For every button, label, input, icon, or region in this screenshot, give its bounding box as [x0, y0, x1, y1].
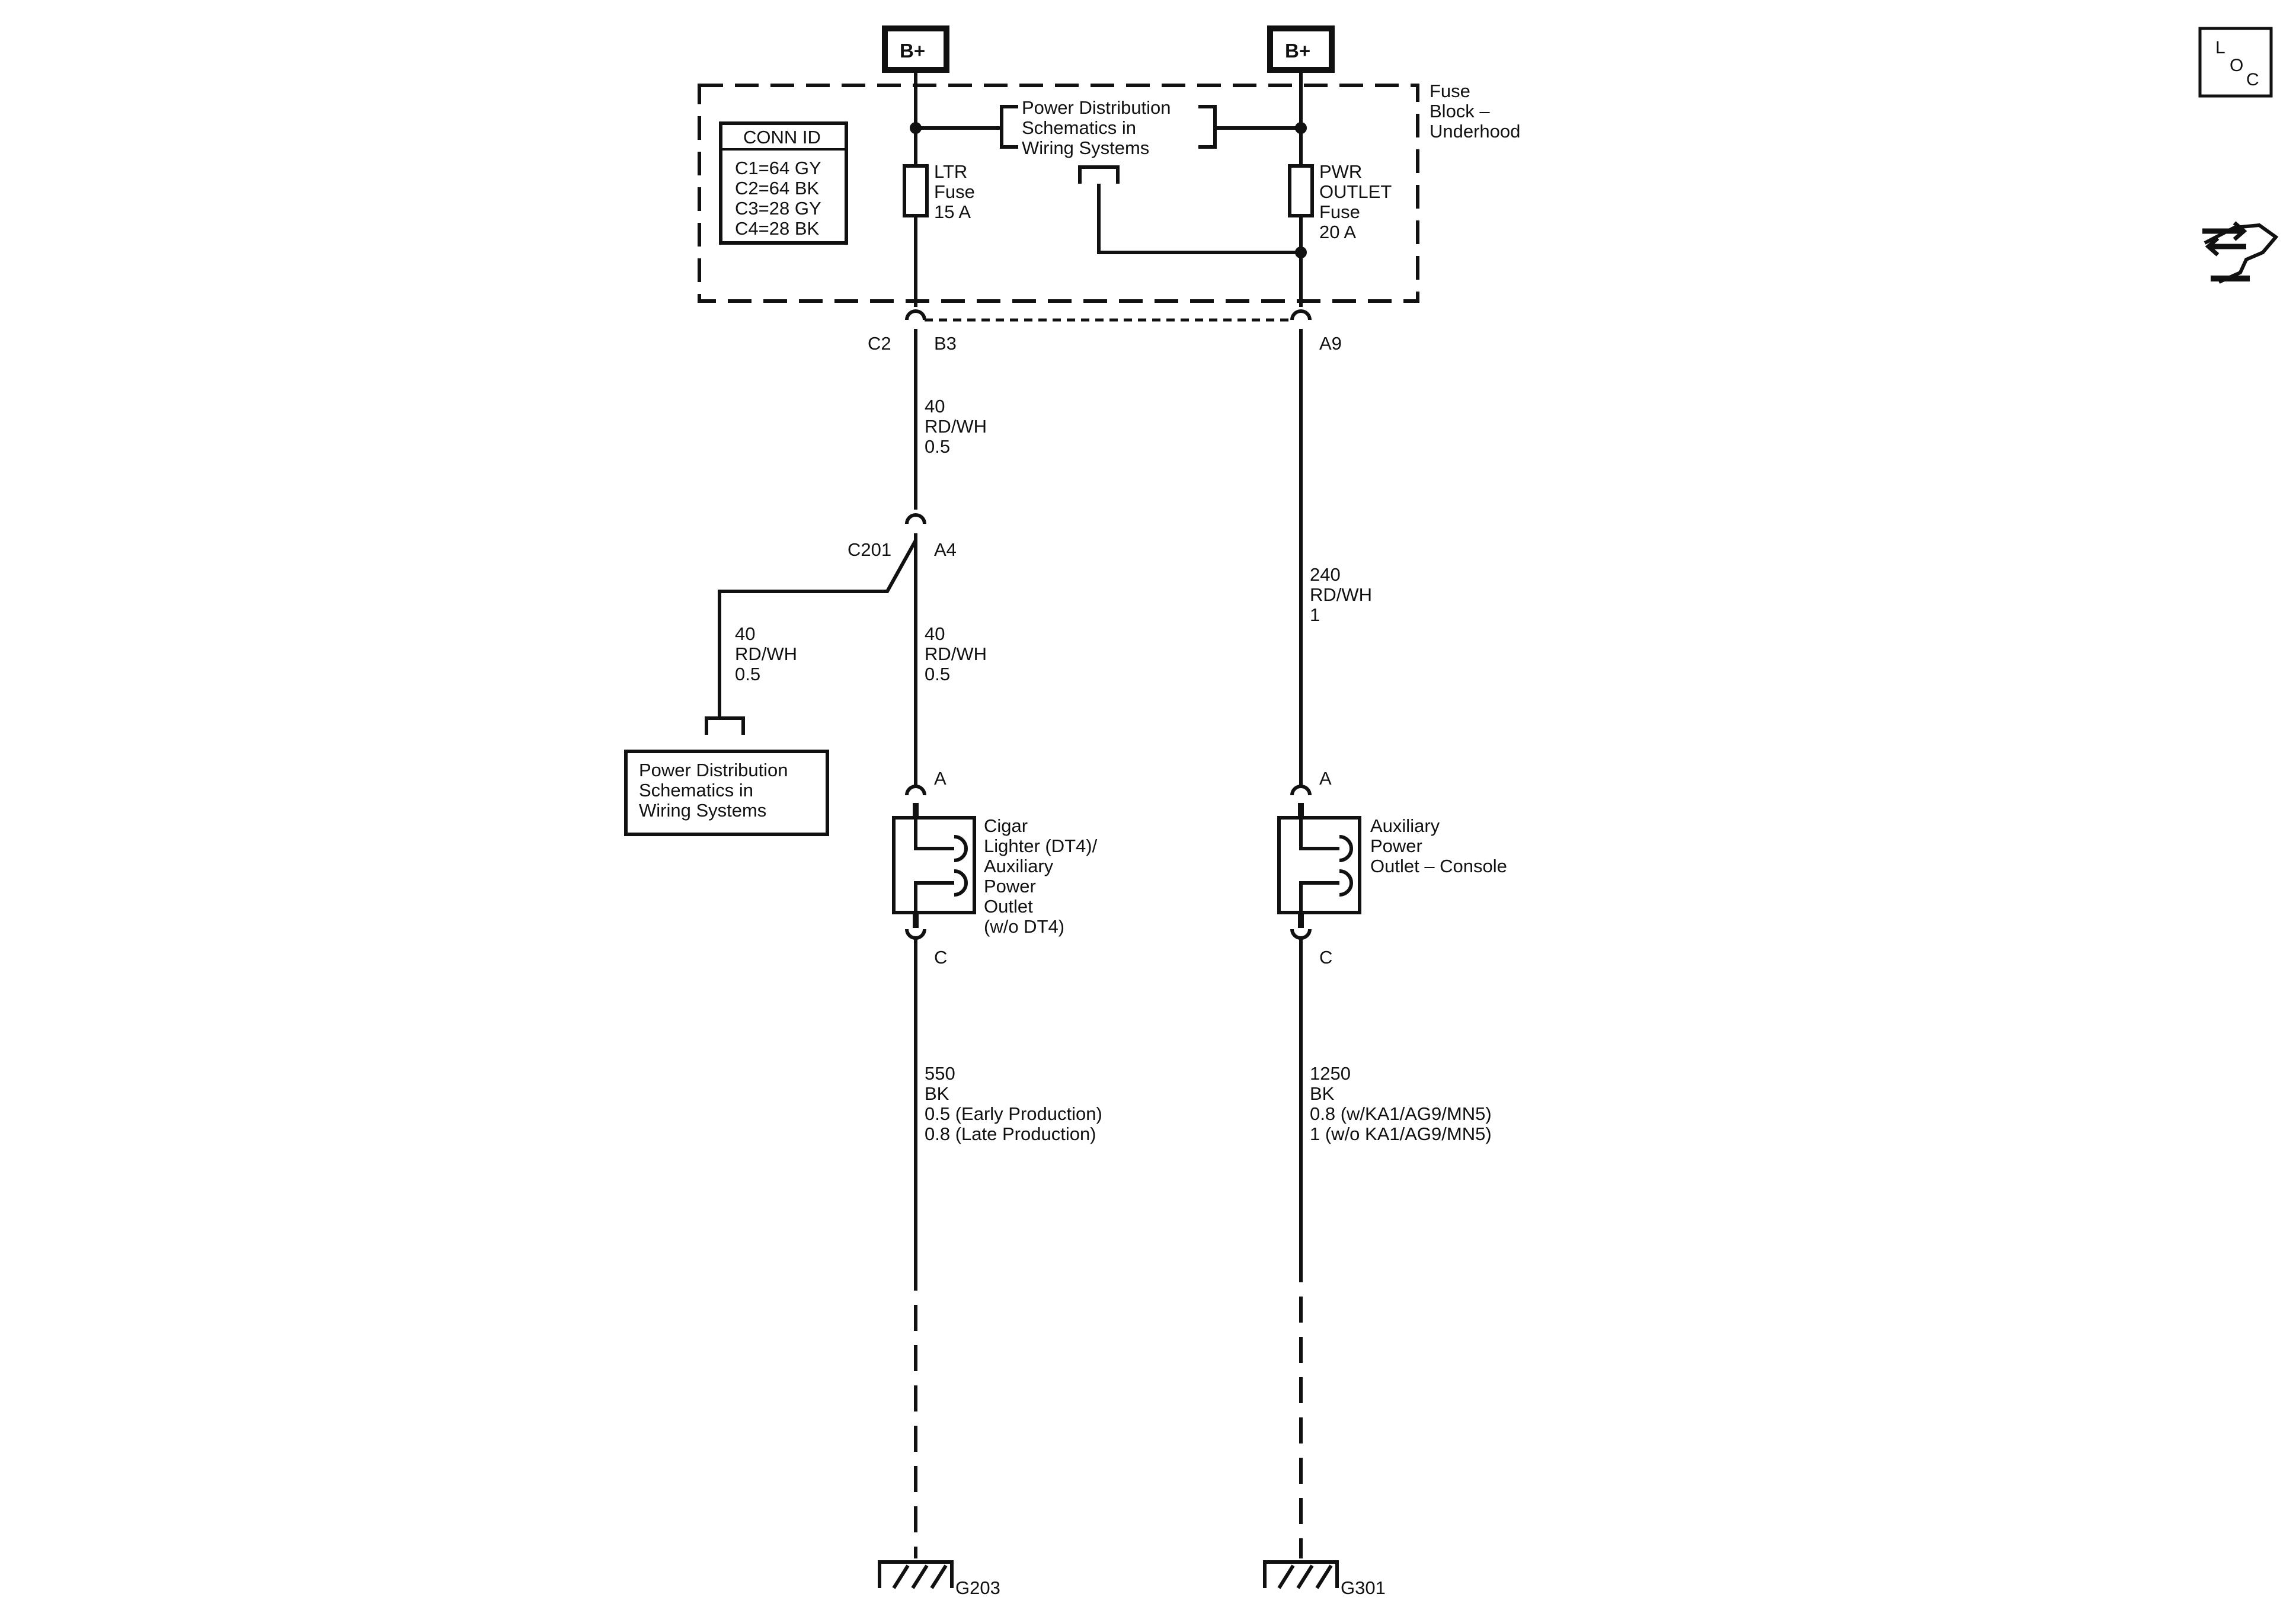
conn-id-table: CONN ID C1=64 GY C2=64 BK C3=28 GY C4=28…	[735, 127, 821, 239]
svg-text:C: C	[2246, 70, 2259, 89]
svg-text:RD/WH: RD/WH	[925, 416, 987, 437]
ltr-fuse	[903, 164, 929, 217]
svg-text:1: 1	[1310, 604, 1320, 625]
svg-text:0.5: 0.5	[925, 664, 950, 684]
connector-a9-label: A9	[1319, 333, 1342, 354]
conn-id-box	[719, 121, 848, 245]
svg-text:PWR: PWR	[1319, 161, 1362, 182]
svg-text:Cigar: Cigar	[984, 815, 1028, 836]
svg-text:C2=64 BK: C2=64 BK	[735, 178, 820, 199]
wire-label-pwr-fuse-to-outlet: 240 RD/WH 1	[1310, 564, 1372, 625]
fuse-block-outline	[698, 84, 1419, 303]
power-dist-ref-top-label: Power Distribution Schematics in Wiring …	[1022, 97, 1171, 158]
svg-text:40: 40	[735, 623, 755, 644]
wire-label-lighter-ground: 550 BK 0.5 (Early Production) 0.8 (Late …	[925, 1063, 1102, 1144]
svg-text:Outlet: Outlet	[984, 896, 1033, 917]
svg-text:0.8 (Late Production): 0.8 (Late Production)	[925, 1124, 1096, 1144]
wire-label-c201-branch: 40 RD/WH 0.5	[735, 623, 797, 684]
b-plus-left-label: B+	[900, 40, 925, 62]
svg-text:Fuse: Fuse	[1319, 201, 1360, 222]
svg-text:BK: BK	[1310, 1083, 1335, 1104]
svg-text:15 A: 15 A	[934, 201, 971, 222]
svg-text:OUTLET: OUTLET	[1319, 181, 1392, 202]
cigar-lighter-component	[892, 816, 976, 914]
svg-text:(w/o DT4): (w/o DT4)	[984, 916, 1064, 937]
ground-g203-label: G203	[955, 1577, 1000, 1598]
svg-text:C3=28 GY: C3=28 GY	[735, 198, 821, 219]
svg-text:0.5 (Early Production): 0.5 (Early Production)	[925, 1103, 1102, 1124]
loc-icon	[2198, 27, 2273, 98]
loc-icon-letters: L O C	[2215, 38, 2259, 89]
svg-text:Outlet – Console: Outlet – Console	[1370, 856, 1507, 876]
lighter-pin-c-label: C	[934, 947, 947, 968]
fuse-block-label: Fuse Block – Underhood	[1430, 81, 1520, 142]
svg-text:0.5: 0.5	[925, 436, 950, 457]
svg-text:Fuse: Fuse	[934, 181, 975, 202]
svg-text:Auxiliary: Auxiliary	[984, 856, 1054, 876]
pwr-outlet-fuse-label: PWR OUTLET Fuse 20 A	[1319, 161, 1392, 242]
svg-text:550: 550	[925, 1063, 955, 1084]
svg-text:0.8 (w/KA1/AG9/MN5): 0.8 (w/KA1/AG9/MN5)	[1310, 1103, 1492, 1124]
svg-text:Schematics in: Schematics in	[639, 780, 753, 801]
svg-text:Power: Power	[1370, 836, 1422, 856]
svg-text:L: L	[2215, 38, 2225, 57]
ground-g203-symbol	[878, 1560, 954, 1589]
svg-text:Block –: Block –	[1430, 101, 1490, 121]
svg-text:1250: 1250	[1310, 1063, 1351, 1084]
svg-text:20 A: 20 A	[1319, 222, 1356, 242]
svg-text:C1=64 GY: C1=64 GY	[735, 158, 821, 178]
connector-a4-label: A4	[934, 539, 957, 560]
svg-text:LTR: LTR	[934, 161, 967, 182]
power-dist-ref-box-label: Power Distribution Schematics in Wiring …	[639, 760, 788, 821]
svg-text:O: O	[2230, 56, 2243, 75]
hand-arrows-icon	[2202, 221, 2279, 284]
svg-text:Power Distribution: Power Distribution	[639, 760, 788, 780]
svg-text:BK: BK	[925, 1083, 949, 1104]
b-plus-right-label: B+	[1285, 40, 1310, 62]
lighter-pin-a-label: A	[934, 768, 946, 789]
svg-text:Wiring Systems: Wiring Systems	[639, 800, 766, 821]
aux-outlet-label: Auxiliary Power Outlet – Console	[1370, 815, 1507, 876]
ltr-fuse-label: LTR Fuse 15 A	[934, 161, 975, 222]
outlet-pin-c-label: C	[1319, 947, 1332, 968]
wire-label-c201-to-lighter: 40 RD/WH 0.5	[925, 623, 987, 684]
outlet-pin-a-label: A	[1319, 768, 1332, 789]
svg-text:40: 40	[925, 623, 945, 644]
pwr-outlet-fuse	[1288, 164, 1314, 217]
svg-text:RD/WH: RD/WH	[735, 644, 797, 664]
power-dist-ref-box	[624, 750, 829, 836]
svg-text:Wiring Systems: Wiring Systems	[1022, 137, 1149, 158]
svg-text:RD/WH: RD/WH	[925, 644, 987, 664]
svg-text:RD/WH: RD/WH	[1310, 584, 1372, 605]
wire-label-fuse-to-c201: 40 RD/WH 0.5	[925, 396, 987, 457]
svg-text:C4=28 BK: C4=28 BK	[735, 218, 820, 239]
connector-c201-label: C201	[848, 539, 891, 560]
wire-label-outlet-ground: 1250 BK 0.8 (w/KA1/AG9/MN5) 1 (w/o KA1/A…	[1310, 1063, 1492, 1144]
svg-text:1 (w/o KA1/AG9/MN5): 1 (w/o KA1/AG9/MN5)	[1310, 1124, 1492, 1144]
ground-g301-label: G301	[1341, 1577, 1386, 1598]
svg-text:Schematics in: Schematics in	[1022, 117, 1136, 138]
svg-text:40: 40	[925, 396, 945, 417]
svg-text:Lighter (DT4)/: Lighter (DT4)/	[984, 836, 1098, 856]
svg-text:Power: Power	[984, 876, 1036, 897]
svg-text:Auxiliary: Auxiliary	[1370, 815, 1440, 836]
aux-outlet-component	[1277, 816, 1361, 914]
svg-text:CONN ID: CONN ID	[743, 127, 821, 148]
svg-text:Underhood: Underhood	[1430, 121, 1520, 142]
ground-g301-symbol	[1263, 1560, 1339, 1589]
svg-text:240: 240	[1310, 564, 1341, 585]
cigar-lighter-label: Cigar Lighter (DT4)/ Auxiliary Power Out…	[984, 815, 1098, 937]
svg-text:Power Distribution: Power Distribution	[1022, 97, 1171, 118]
connector-b3-label: B3	[934, 333, 957, 354]
connector-c2-label: C2	[868, 333, 891, 354]
svg-text:0.5: 0.5	[735, 664, 760, 684]
svg-text:Fuse: Fuse	[1430, 81, 1470, 101]
